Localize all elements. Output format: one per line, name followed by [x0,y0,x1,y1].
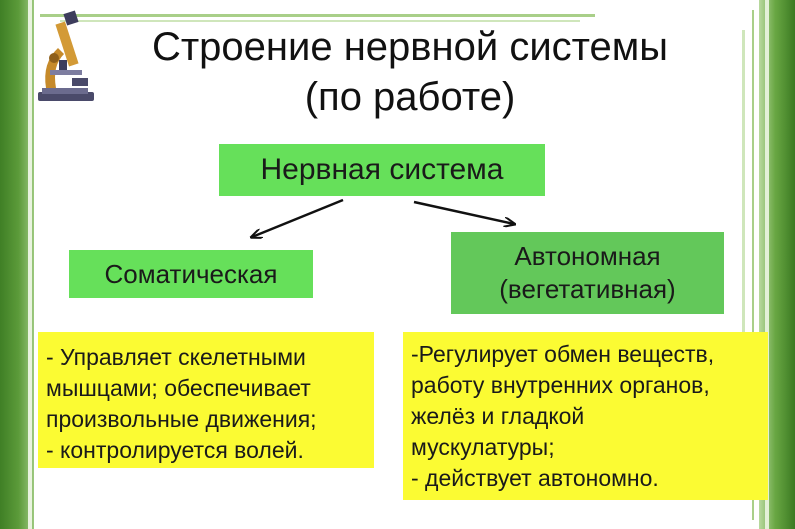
title-line-1: Строение нервной системы [90,22,730,72]
somatic-description-line: произвольные движения; [46,404,368,435]
node-autonomic: Автономная (вегетативная) [451,232,724,314]
node-somatic-label: Соматическая [105,259,278,290]
autonomic-description-line: -Регулирует обмен веществ, [411,339,762,370]
arrow-to-autonomic [414,202,514,224]
autonomic-description-line: мускулатуры; [411,432,762,463]
arrow-to-somatic [252,200,343,237]
node-nervous-system: Нервная система [219,144,545,196]
node-somatic: Соматическая [69,250,313,298]
autonomic-description-line: желёз и гладкой [411,401,762,432]
autonomic-description-line: работу внутренних органов, [411,370,762,401]
node-autonomic-label-2: (вегетативная) [499,273,675,306]
somatic-description-line: - Управляет скелетными [46,342,368,373]
slide-title: Строение нервной системы (по работе) [90,22,730,122]
node-nervous-system-label: Нервная система [261,153,504,187]
microscope-icon [32,8,98,104]
decorative-line-top [40,14,595,17]
autonomic-description: -Регулирует обмен веществ, работу внутре… [403,332,768,500]
node-autonomic-label-1: Автономная [514,240,660,273]
somatic-description: - Управляет скелетными мышцами; обеспечи… [38,332,374,468]
somatic-description-line: мышцами; обеспечивает [46,373,368,404]
somatic-description-line: - контролируется волей. [46,435,368,466]
autonomic-description-line: - действует автономно. [411,463,762,494]
title-line-2: (по работе) [90,72,730,122]
